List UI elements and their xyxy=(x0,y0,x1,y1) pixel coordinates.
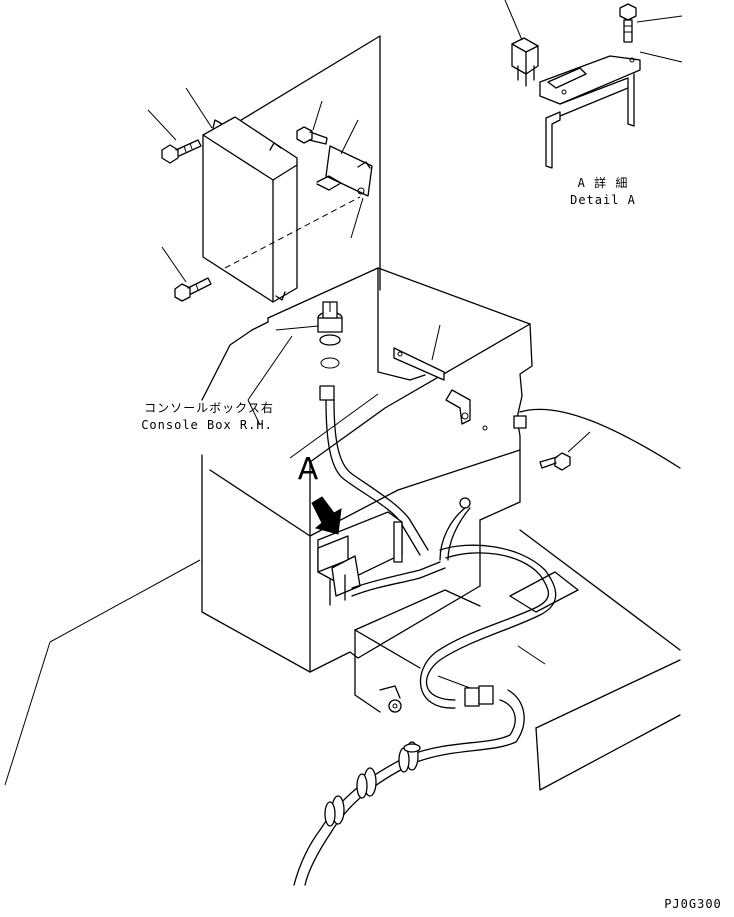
bolt-bracket xyxy=(296,126,328,145)
detail-a-bracket xyxy=(539,55,641,169)
console-box-label-en: Console Box R.H. xyxy=(141,418,273,432)
grommets xyxy=(324,741,421,827)
relay-assembly xyxy=(317,511,446,606)
lower-block xyxy=(354,589,481,713)
floor-plate xyxy=(509,408,681,791)
detail-a-label-jp: A 詳 細 xyxy=(577,176,629,190)
inner-bracket xyxy=(393,347,488,431)
detail-a-relay xyxy=(511,37,539,87)
view-a-letter: A xyxy=(297,452,319,487)
side-bolt xyxy=(513,415,571,471)
arrow-a-icon xyxy=(311,496,342,535)
detail-a-bolt xyxy=(619,3,637,43)
detail-a-leaders xyxy=(504,0,683,63)
mounting-bracket xyxy=(316,145,373,197)
leader-lines-left xyxy=(147,87,364,283)
bolt-upper-left xyxy=(161,139,202,164)
rear-panel xyxy=(232,35,381,291)
controller-unit xyxy=(202,116,361,303)
bolt-lower-left xyxy=(174,277,212,302)
key-switch xyxy=(317,301,343,369)
harness-upper xyxy=(319,385,429,556)
leader-lines-lower xyxy=(4,324,591,786)
console-box xyxy=(201,267,533,673)
drawing-code: PJ0G300 xyxy=(664,897,722,911)
console-box-label-jp: コンソールボックス右 xyxy=(144,401,274,415)
detail-a-label-en: Detail A xyxy=(570,193,636,207)
